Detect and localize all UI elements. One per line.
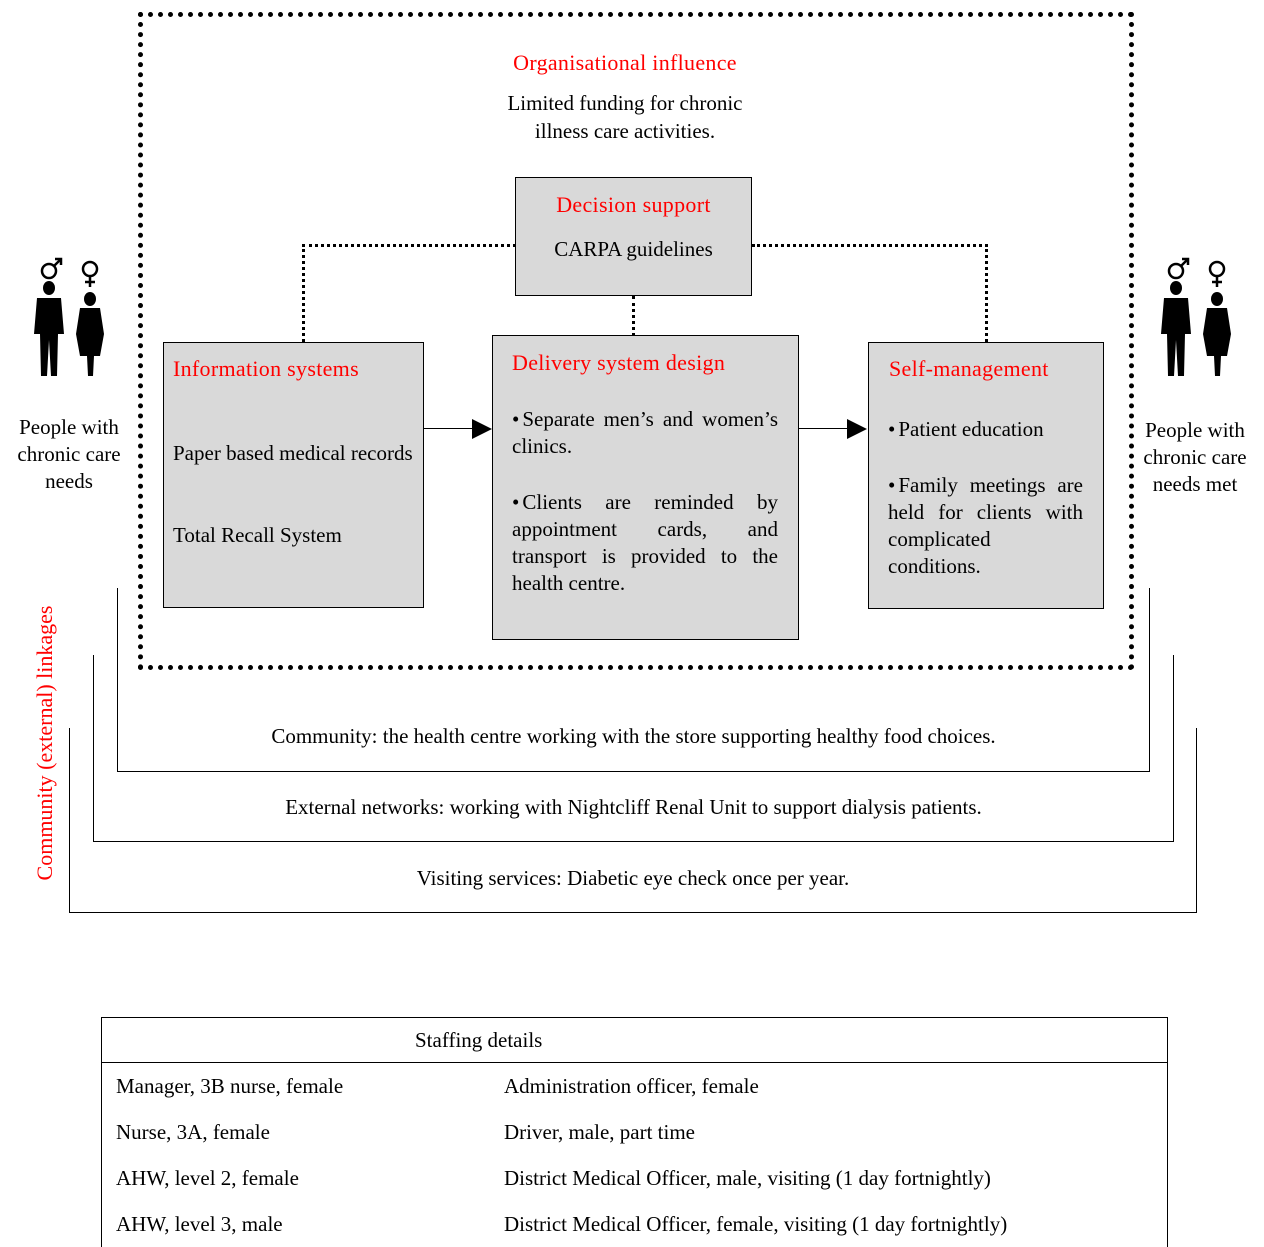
delivery-system-bullet-1: Separate men’s and women’s clinics.	[512, 406, 778, 460]
information-systems-box: Information systems Paper based medical …	[163, 342, 424, 608]
connector-ds-right	[752, 244, 988, 247]
community-text: Community: the health centre working wit…	[271, 724, 996, 748]
decision-support-title: Decision support	[556, 192, 711, 217]
staff-role: Manager, 3B nurse, female	[116, 1073, 344, 1098]
community-bracket-left	[117, 588, 118, 772]
org-influence-text-2: illness care activities.	[534, 119, 716, 143]
visiting-bracket-right	[1196, 728, 1197, 913]
org-influence-text-1: Limited funding for chronic	[507, 91, 743, 115]
arrow-head-1-icon	[472, 419, 492, 439]
connector-right-down	[985, 244, 988, 342]
visiting-services-text: Visiting services: Diabetic eye check on…	[416, 866, 850, 890]
connector-left-down	[302, 244, 305, 342]
connector-center-down	[632, 296, 635, 336]
information-systems-item-1: Paper based medical records	[173, 441, 413, 465]
self-management-bullet-2: Family meetings are held for clients wit…	[888, 472, 1083, 580]
information-systems-item-2: Total Recall System	[173, 523, 342, 547]
decision-support-text: CARPA guidelines	[554, 237, 713, 261]
self-management-title: Self-management	[889, 356, 1049, 381]
community-bracket-right	[1149, 588, 1150, 772]
people-left-label-3: needs	[45, 469, 93, 493]
external-bracket-bottom	[93, 841, 1174, 842]
linkages-label: Community (external) linkages	[32, 605, 57, 881]
staff-role: AHW, level 2, female	[116, 1165, 299, 1190]
external-bracket-right	[1173, 655, 1174, 842]
external-bracket-left	[93, 655, 94, 842]
people-right-icon	[1155, 256, 1235, 380]
self-management-box: Self-management Patient education Family…	[868, 342, 1104, 609]
organisational-frame	[138, 12, 1134, 670]
delivery-system-box: Delivery system design Separate men’s an…	[492, 335, 799, 640]
table-row: Nurse, 3A, female Driver, male, part tim…	[102, 1109, 1168, 1155]
staff-role: Driver, male, part time	[504, 1119, 695, 1144]
staff-role: Administration officer, female	[504, 1073, 759, 1098]
connector-ds-left	[302, 244, 516, 247]
table-row: AHW, level 2, female District Medical Of…	[102, 1155, 1168, 1201]
decision-support-box: Decision support CARPA guidelines	[515, 177, 752, 296]
self-management-bullet-1: Patient education	[888, 416, 1088, 443]
visiting-bracket-left	[69, 728, 70, 913]
staffing-header: Staffing details	[101, 1017, 1168, 1063]
staff-role: Nurse, 3A, female	[116, 1119, 270, 1144]
visiting-bracket-bottom	[69, 912, 1197, 913]
people-left-label-1: People with	[19, 415, 119, 439]
staff-role: District Medical Officer, female, visiti…	[504, 1211, 1008, 1236]
staff-role: AHW, level 3, male	[116, 1211, 283, 1236]
table-row: Manager, 3B nurse, female Administration…	[102, 1063, 1168, 1110]
org-influence-title: Organisational influence	[513, 50, 737, 75]
people-left-label-2: chronic care	[17, 442, 121, 466]
table-row: AHW, level 3, male District Medical Offi…	[102, 1201, 1168, 1247]
external-networks-text: External networks: working with Nightcli…	[285, 795, 982, 819]
people-left-icon	[28, 256, 108, 380]
staffing-table: Staffing details Manager, 3B nurse, fema…	[101, 1017, 1168, 1247]
information-systems-title: Information systems	[173, 356, 359, 381]
people-right-label-1: People with	[1145, 418, 1245, 442]
people-right-label-3: needs met	[1152, 472, 1238, 496]
staffing-title: Staffing details	[415, 1027, 543, 1052]
delivery-system-bullet-2: Clients are reminded by appointment card…	[512, 489, 778, 597]
delivery-system-title: Delivery system design	[512, 350, 726, 375]
community-bracket-bottom	[117, 771, 1150, 772]
arrow-shaft-2	[799, 428, 849, 429]
arrow-head-2-icon	[847, 419, 867, 439]
staff-role: District Medical Officer, male, visiting…	[504, 1165, 991, 1190]
arrow-shaft-1	[424, 428, 474, 429]
people-right-label-2: chronic care	[1143, 445, 1247, 469]
